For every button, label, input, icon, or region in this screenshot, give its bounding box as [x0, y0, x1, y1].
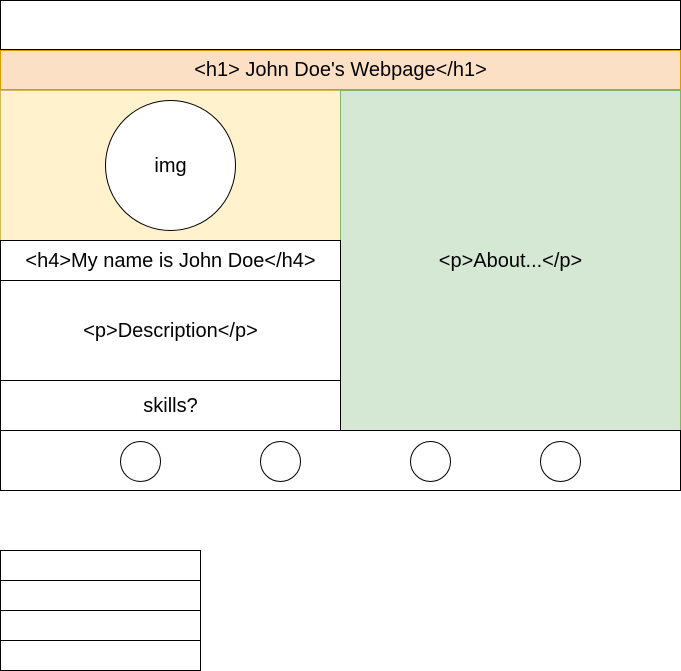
- stack-row-3: [0, 610, 201, 641]
- title-bar: <h1> John Doe's Webpage</h1>: [0, 50, 681, 90]
- stack-row-1: [0, 550, 201, 581]
- footer-circle-1: [120, 441, 161, 482]
- description-label: <p>Description</p>: [83, 319, 258, 342]
- stack-row-4: [0, 640, 201, 671]
- skills-label: skills?: [143, 394, 198, 417]
- stack-row-2: [0, 580, 201, 611]
- footer-circle-2: [260, 441, 301, 482]
- name-label: <h4>My name is John Doe</h4>: [25, 249, 316, 272]
- about-panel: <p>About...</p>: [340, 90, 681, 431]
- footer-circle-3: [410, 441, 451, 482]
- footer-circle-4: [540, 441, 581, 482]
- description-box: <p>Description</p>: [0, 280, 341, 381]
- name-box: <h4>My name is John Doe</h4>: [0, 240, 341, 281]
- header-strip: [0, 0, 681, 50]
- title-bar-label: <h1> John Doe's Webpage</h1>: [194, 59, 487, 81]
- profile-image-label: img: [154, 154, 187, 177]
- skills-box: skills?: [0, 380, 341, 431]
- about-label: <p>About...</p>: [438, 249, 583, 272]
- profile-image-placeholder: img: [105, 100, 236, 231]
